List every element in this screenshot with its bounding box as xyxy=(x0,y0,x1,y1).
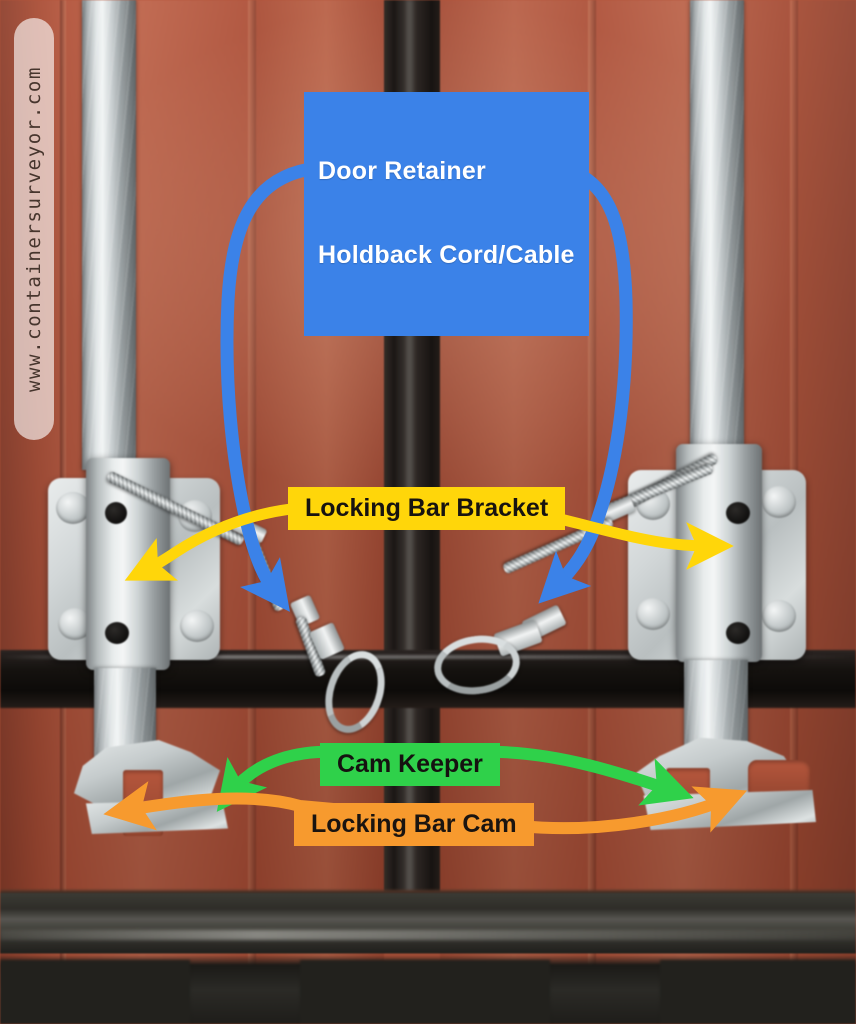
label-locking-bar-cam[interactable]: Locking Bar Cam xyxy=(294,803,534,846)
sleeve-hole-left-lower xyxy=(105,622,129,644)
bracket-bolt-right-bl xyxy=(636,598,670,630)
bracket-bolt-right-br xyxy=(762,600,796,632)
bumper-block-centre xyxy=(300,960,550,1024)
watermark-badge: www.containersurveyor.com xyxy=(14,18,54,440)
label-cam-keeper[interactable]: Cam Keeper xyxy=(320,743,500,786)
bracket-bolt-left-br xyxy=(180,610,214,642)
bracket-bolt-right-tr xyxy=(762,486,796,518)
locking-bar-left-upper xyxy=(82,0,136,470)
label-door-retainer-line2: Holdback Cord/Cable xyxy=(318,241,575,269)
bracket-bolt-left-tl xyxy=(56,492,90,524)
label-door-retainer-line1: Door Retainer xyxy=(318,157,486,185)
bumper-block-left xyxy=(0,960,190,1024)
locking-bar-right-upper xyxy=(690,0,744,452)
bumper-weld-highlight xyxy=(0,930,856,940)
sleeve-hole-left-upper xyxy=(105,502,127,524)
sleeve-hole-right-lower xyxy=(726,622,750,644)
cam-keeper-plate-left xyxy=(85,800,228,834)
bumper-block-right xyxy=(660,960,856,1024)
label-locking-bar-bracket[interactable]: Locking Bar Bracket xyxy=(288,487,566,530)
door-sill-highlight xyxy=(0,655,856,659)
watermark-text: www.containersurveyor.com xyxy=(23,66,45,392)
sleeve-hole-right-upper xyxy=(726,502,750,524)
label-door-retainer[interactable]: Door Retainer Holdback Cord/Cable xyxy=(304,92,589,336)
